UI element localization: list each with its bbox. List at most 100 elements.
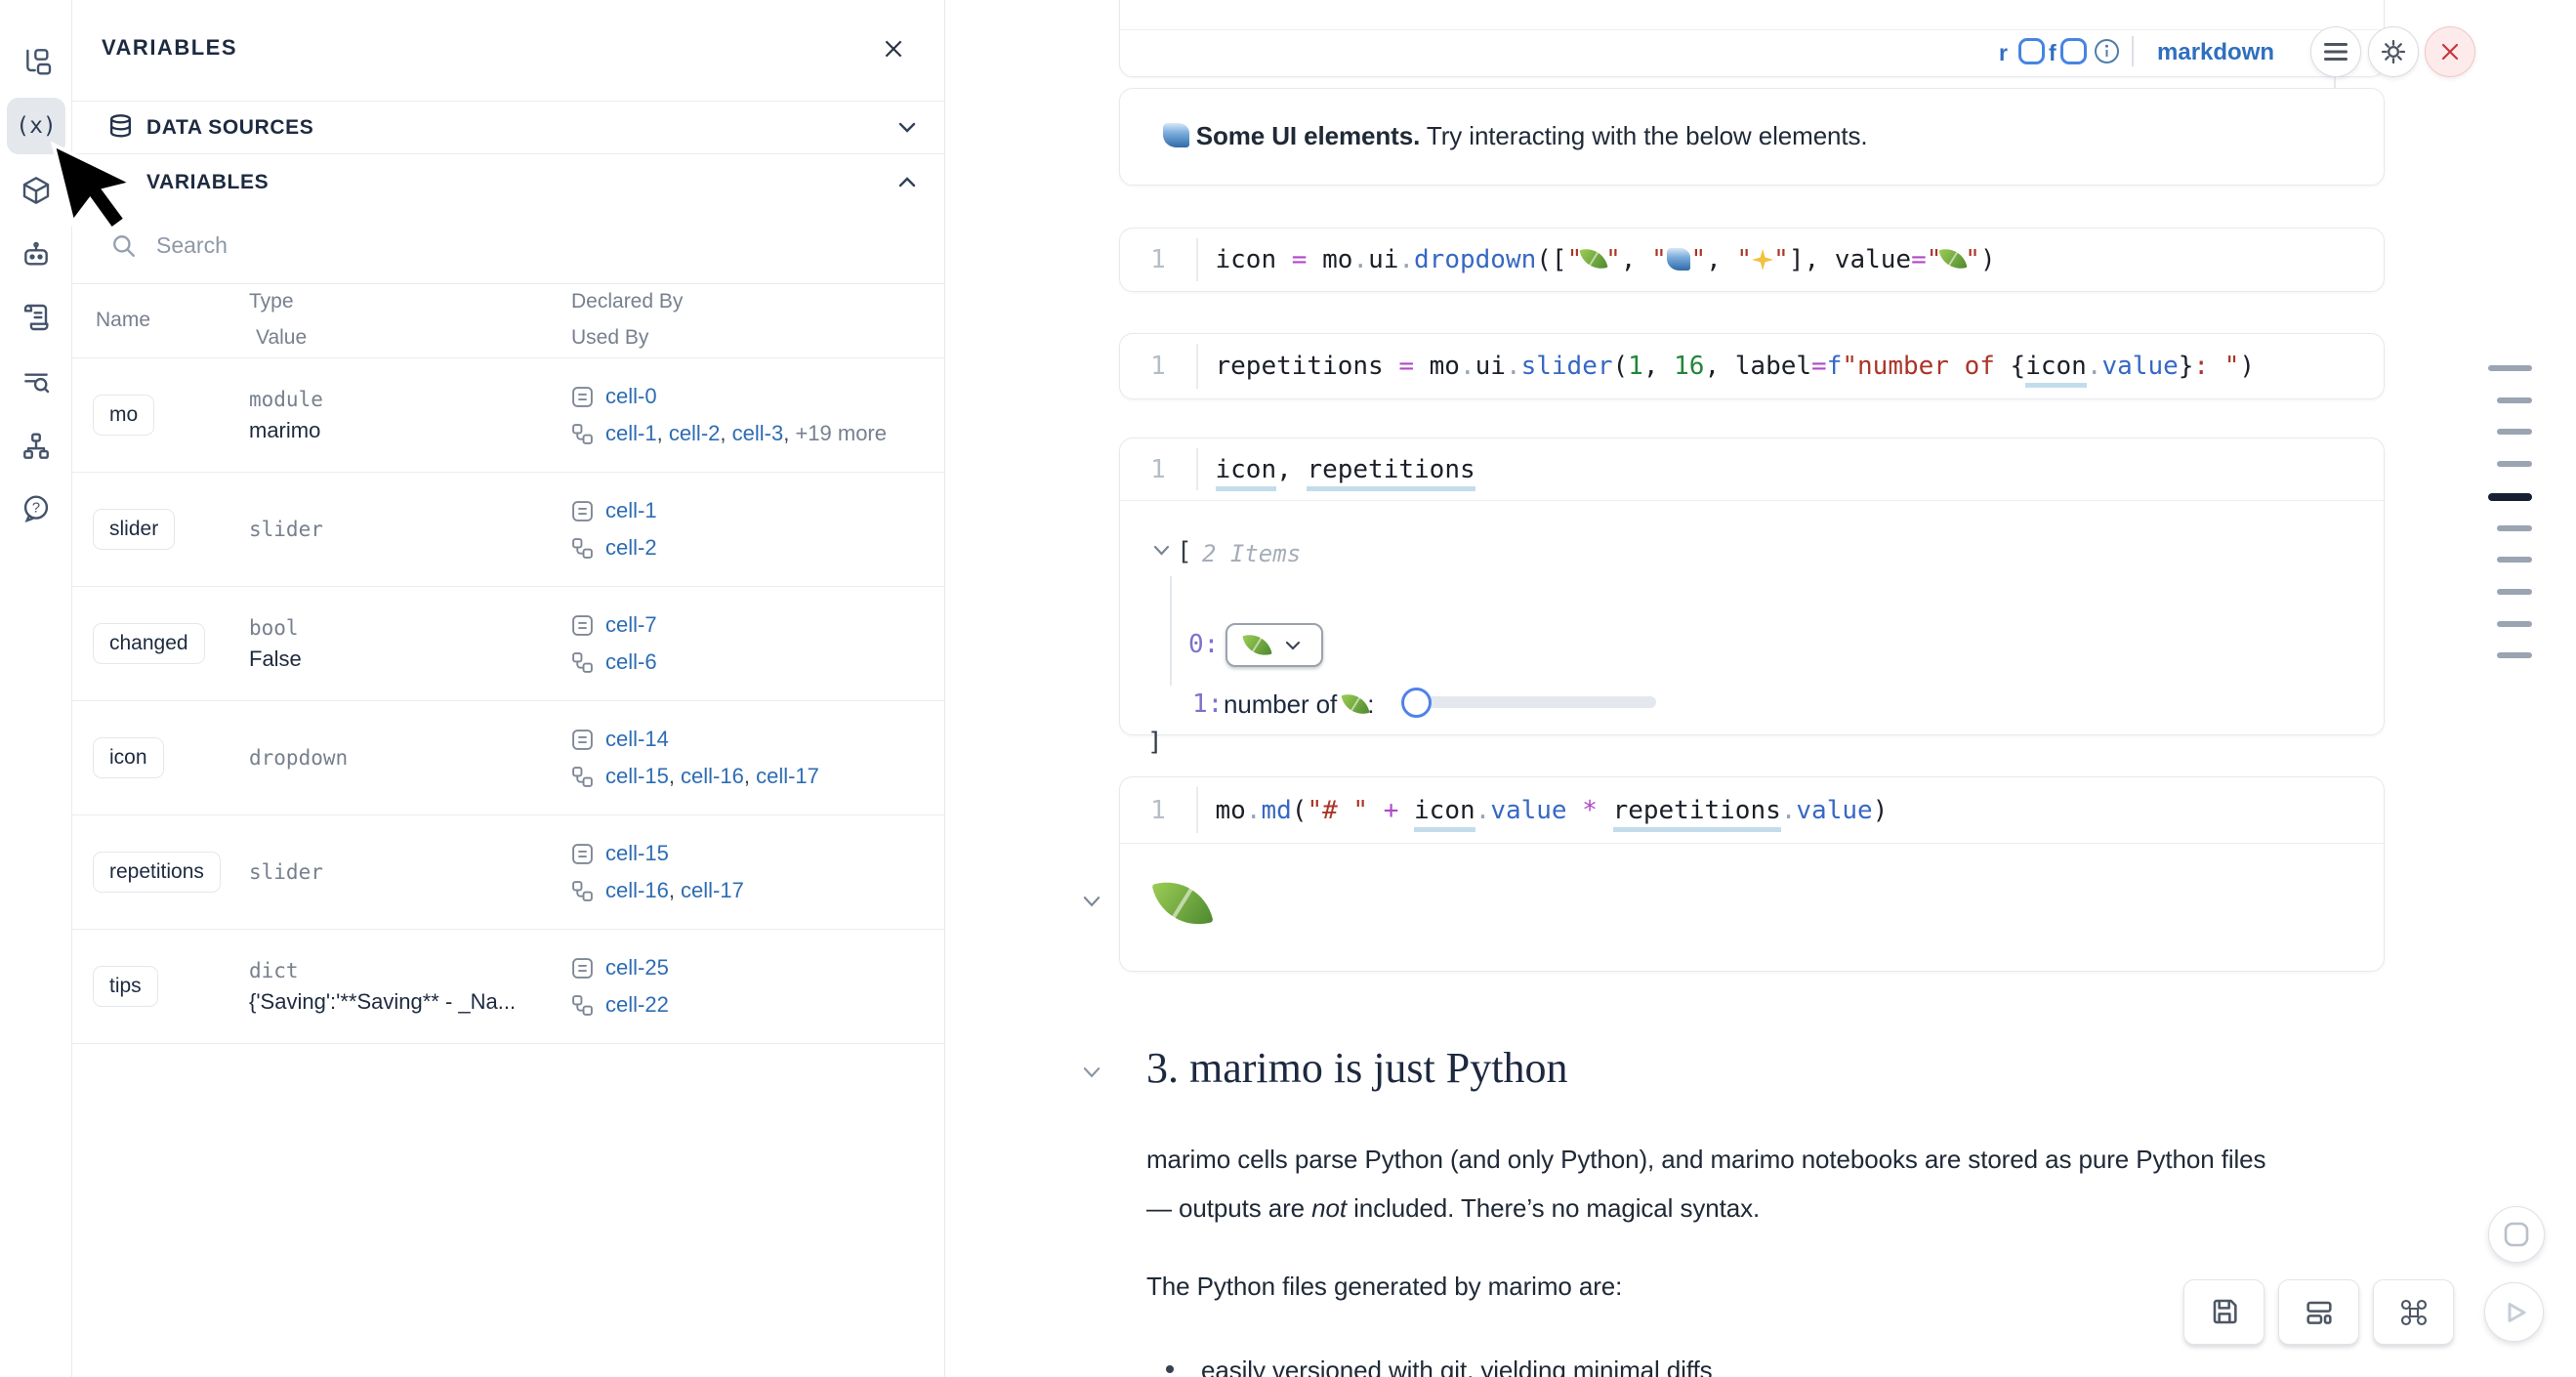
- minimap-dash[interactable]: [2497, 461, 2532, 467]
- variables-section[interactable]: VARIABLES: [72, 153, 945, 208]
- minimap-dash[interactable]: [2497, 557, 2532, 563]
- cell-link[interactable]: cell-15: [605, 764, 669, 788]
- code-cell-dropdown[interactable]: 1 icon = mo.ui.dropdown(["", "", ""], va…: [1119, 228, 2385, 292]
- leaf-emoji: [1151, 872, 1213, 934]
- minimap-dash[interactable]: [2488, 365, 2532, 371]
- cell-link[interactable]: cell-16: [605, 878, 669, 902]
- type-value-cell: dropdown: [249, 746, 349, 770]
- gutter-divider: [1196, 344, 1198, 389]
- collapse-caret-icon[interactable]: [1082, 896, 1101, 907]
- code-line: repetitions = mo.ui.slider(1, 16, label=…: [1216, 352, 2255, 388]
- cell-link[interactable]: cell-1: [605, 498, 657, 522]
- leaf-emoji: [1242, 630, 1272, 660]
- variable-name-chip[interactable]: repetitions: [93, 852, 221, 893]
- f-toggle-checkbox[interactable]: [2060, 38, 2087, 64]
- line-number: 1: [1150, 454, 1166, 484]
- code-cell-md-heading[interactable]: 1 mo.md("# " + icon.value * repetitions.…: [1119, 776, 2385, 972]
- cell-link[interactable]: cell-0: [605, 384, 657, 408]
- slider-handle[interactable]: [1401, 688, 1432, 718]
- collapse-caret-icon[interactable]: [1153, 545, 1170, 556]
- settings-gear-icon[interactable]: [2368, 26, 2419, 77]
- command-palette-button[interactable]: [2373, 1279, 2454, 1345]
- section-collapse-caret-icon[interactable]: [1082, 1066, 1101, 1078]
- col-header-declared: Declared By: [571, 290, 684, 313]
- cell-link[interactable]: cell-15: [605, 841, 669, 865]
- cell-link[interactable]: cell-2: [605, 535, 657, 560]
- markdown-cell-toolbar: r f markdown: [1120, 29, 2384, 119]
- r-toggle-checkbox[interactable]: [2018, 38, 2045, 64]
- cell-link[interactable]: cell-14: [605, 727, 669, 751]
- cell-link[interactable]: cell-3: [731, 421, 784, 445]
- minimap-dash[interactable]: [2497, 621, 2532, 627]
- bullet-item-1: easily versioned with git, yielding mini…: [1201, 1356, 1713, 1377]
- variable-name-chip[interactable]: icon: [93, 737, 164, 778]
- minimap-dash[interactable]: [2497, 525, 2532, 531]
- snippets-icon[interactable]: [7, 289, 65, 346]
- data-sources-section[interactable]: DATA SOURCES: [72, 101, 945, 153]
- ai-assistant-icon[interactable]: [7, 227, 65, 283]
- declared-by-line: cell-1: [571, 498, 657, 523]
- notebook-menu-button[interactable]: [2310, 26, 2361, 77]
- cell-link[interactable]: cell-16: [681, 764, 744, 788]
- outline-icon[interactable]: [7, 34, 65, 91]
- info-icon[interactable]: [2094, 38, 2120, 64]
- variable-name-chip[interactable]: changed: [93, 623, 205, 664]
- code-cell-slider[interactable]: 1 repetitions = mo.ui.slider(1, 16, labe…: [1119, 333, 2385, 399]
- type-value-cell: dict{'Saving':'**Saving** - _Na...: [249, 958, 517, 1014]
- search-placeholder: Search: [156, 232, 228, 258]
- variable-name-chip[interactable]: tips: [93, 966, 158, 1007]
- run-button[interactable]: [2484, 1282, 2544, 1342]
- bracket-open: [: [1177, 537, 1192, 566]
- cell-link[interactable]: cell-1: [605, 421, 657, 445]
- logs-icon[interactable]: [7, 354, 65, 410]
- layout-button[interactable]: [2278, 1279, 2359, 1345]
- save-button[interactable]: [2183, 1279, 2264, 1345]
- minimap-dash[interactable]: [2497, 589, 2532, 595]
- close-panel-icon[interactable]: [881, 36, 906, 62]
- minimap-dash[interactable]: [2497, 397, 2532, 403]
- r-toggle-label: r: [1999, 40, 2008, 65]
- variable-name-chip[interactable]: slider: [93, 509, 176, 550]
- cell-link[interactable]: cell-2: [668, 421, 721, 445]
- cell-link[interactable]: cell-22: [605, 992, 669, 1017]
- help-icon[interactable]: ?: [7, 480, 65, 537]
- declared-used-cell: cell-7 cell-6: [571, 587, 657, 700]
- minimap-dash[interactable]: [2497, 429, 2532, 435]
- leaf-emoji: [1579, 244, 1608, 273]
- stop-button[interactable]: [2488, 1206, 2545, 1263]
- shutdown-close-button[interactable]: [2425, 26, 2475, 77]
- cell-link[interactable]: cell-17: [756, 764, 819, 788]
- used-by-icon: [571, 994, 594, 1017]
- variables-section-label: VARIABLES: [146, 171, 270, 193]
- cell-link[interactable]: cell-7: [605, 612, 657, 637]
- tuple-output: [ 2 Items 0: 1: number of : ]: [1120, 500, 2384, 757]
- variable-name-chip[interactable]: mo: [93, 395, 155, 436]
- line-number: 1: [1150, 795, 1166, 825]
- packages-icon[interactable]: [7, 162, 65, 219]
- code-line: icon = mo.ui.dropdown(["", "", ""], valu…: [1215, 244, 1996, 274]
- declared-by-line: cell-15: [571, 841, 744, 866]
- used-by-icon: [571, 651, 594, 674]
- dropdown-widget[interactable]: [1226, 623, 1323, 667]
- more-cells-label[interactable]: +19 more: [795, 421, 887, 445]
- slider-track[interactable]: [1416, 696, 1656, 708]
- sparkle-emoji: [1752, 248, 1774, 271]
- cell-link[interactable]: cell-17: [681, 878, 744, 902]
- code-cell-tuple[interactable]: 1 icon, repetitions [ 2 Items 0: 1: numb…: [1119, 438, 2385, 757]
- cell-link[interactable]: cell-6: [605, 649, 657, 674]
- used-by-line: cell-6: [571, 649, 657, 675]
- minimap-dash[interactable]: [2497, 652, 2532, 658]
- dependencies-icon[interactable]: [7, 418, 65, 475]
- code-line: mo.md("# " + icon.value * repetitions.va…: [1216, 795, 1888, 832]
- cell-link[interactable]: cell-25: [605, 955, 669, 980]
- declared-used-cell: cell-1 cell-2: [571, 473, 657, 586]
- minimap-dash-active[interactable]: [2488, 493, 2532, 501]
- used-by-line: cell-16, cell-17: [571, 878, 744, 903]
- variables-search-input[interactable]: Search: [72, 208, 945, 283]
- markdown-cell[interactable]: 1 ** Some UI elements.** Try interacting…: [1119, 0, 2385, 119]
- gutter-divider: [1196, 238, 1198, 281]
- code-line: icon, repetitions: [1215, 454, 1475, 491]
